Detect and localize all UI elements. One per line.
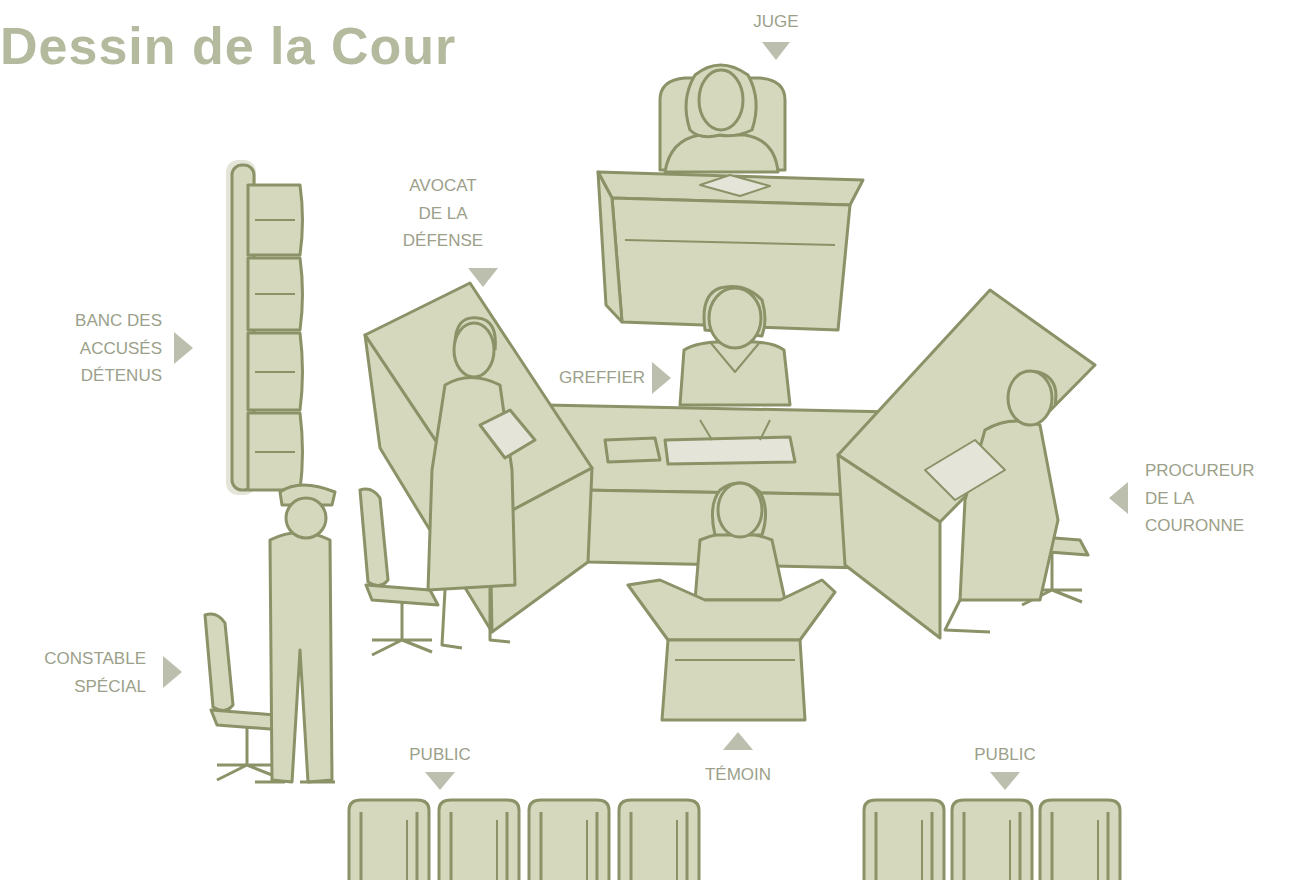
public-seats-right-part [952, 800, 1032, 880]
pointer-triangles-part [174, 332, 193, 364]
role-label: PROCUREUR DE LA COURONNE [1145, 457, 1275, 540]
pointer-triangles-part [762, 42, 790, 60]
clerk-desk-part [605, 438, 660, 462]
witness-chair [628, 580, 835, 720]
judge-figure-part [699, 70, 743, 130]
defense-lawyer-part [442, 588, 510, 648]
public-seats-right [864, 800, 1120, 880]
pointer-triangles-part [163, 656, 182, 688]
page-title: Dessin de la Cour [0, 16, 456, 76]
crown-prosecutor-part [1008, 371, 1052, 425]
role-label: TÉMOIN [688, 761, 788, 789]
clerk-figure-part [709, 288, 761, 348]
clerk-desk-part [665, 437, 795, 464]
constable-figure-part [255, 781, 335, 784]
role-label: AVOCAT DE LA DÉFENSE [398, 172, 488, 255]
pointer-triangles-part [425, 772, 455, 790]
witness-figure-part [718, 483, 762, 537]
role-label: PUBLIC [960, 741, 1050, 769]
defense-desk [365, 283, 592, 632]
pointer-triangles-part [468, 268, 498, 287]
crown-prosecutor-part [925, 440, 1005, 500]
crown-prosecutor [925, 371, 1058, 632]
accused-bench [226, 160, 303, 495]
role-label: BANC DES ACCUSÉS DÉTENUS [62, 307, 162, 390]
pointer-triangles [163, 42, 1128, 790]
defense-lawyer-part [428, 378, 515, 591]
constable-figure-part [286, 498, 326, 538]
pointer-triangles-part [1109, 482, 1128, 514]
witness-chair-part [662, 640, 805, 720]
pointer-triangles-part [990, 772, 1020, 790]
role-label: GREFFIER [535, 364, 645, 392]
accused-bench-part [255, 220, 295, 452]
public-seats-right-part [1040, 800, 1120, 880]
judge-bench-part [700, 175, 770, 196]
courtroom-drawing [205, 65, 1120, 880]
clerk-desk-part [700, 420, 770, 440]
clerk-figure-part [680, 342, 790, 405]
crown-prosecutor-part [945, 600, 990, 632]
public-seats-left-part [349, 800, 429, 880]
pointer-triangles-part [723, 732, 753, 750]
witness-figure-part [695, 533, 785, 601]
judge-figure-part [665, 135, 778, 172]
witness-figure [695, 483, 785, 600]
role-label: CONSTABLE SPÉCIAL [6, 645, 146, 700]
pointer-triangles-part [652, 362, 671, 394]
witness-chair-part [628, 580, 835, 640]
role-label: JUGE [736, 8, 816, 36]
clerk-figure [680, 287, 790, 406]
public-seats-left-part [439, 800, 519, 880]
public-seats-left [349, 800, 699, 880]
judge-figure [660, 65, 785, 172]
crown-desk [838, 290, 1095, 638]
crown-desk-part [838, 455, 940, 638]
judge-bench-part [625, 240, 835, 245]
courtroom-drawing-part [360, 489, 438, 655]
constable-figure-part [270, 533, 332, 783]
defense-lawyer-part [480, 410, 535, 458]
role-label: PUBLIC [395, 741, 485, 769]
witness-chair-part [675, 659, 795, 661]
constable-figure [255, 485, 335, 782]
judge-figure-part [686, 65, 756, 137]
defense-lawyer [428, 318, 535, 648]
judge-bench-part [598, 172, 622, 322]
public-seats-right-part [864, 800, 944, 880]
defense-lawyer-part [454, 323, 494, 377]
public-seats-left-part [529, 800, 609, 880]
public-seats-left-part [619, 800, 699, 880]
